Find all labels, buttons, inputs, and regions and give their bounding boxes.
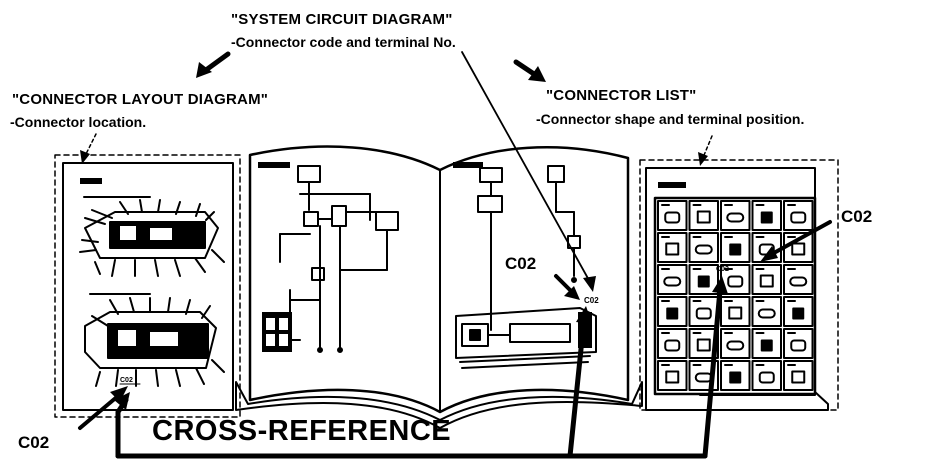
- cross-ref-book-branch: [567, 317, 587, 459]
- c02-callout-arrows: [78, 220, 832, 430]
- layout-panel: [54, 154, 241, 418]
- connector-cell: [783, 328, 814, 359]
- open-book: [235, 145, 643, 429]
- connector-cell: [688, 360, 719, 391]
- connector-grid: [657, 200, 814, 391]
- connector-shape: [664, 211, 681, 224]
- connector-cell: [657, 264, 688, 295]
- connector-shape: [664, 339, 681, 352]
- left-c02-arrow: [78, 394, 120, 430]
- connector-shape: [694, 244, 713, 255]
- layout-harness-bottom: [84, 297, 225, 387]
- c02-label-right: C02: [841, 207, 873, 226]
- connector-cell: [783, 360, 814, 391]
- layout-diagram-subtitle: -Connector location.: [10, 114, 147, 130]
- connector-shape: [791, 242, 806, 256]
- connector-cell: [783, 264, 814, 295]
- connector-cell: [657, 296, 688, 327]
- list-title-arrow: [513, 59, 537, 77]
- connector-list-title: "CONNECTOR LIST": [546, 87, 697, 104]
- cross-reference-lines: [114, 276, 728, 459]
- layout-leader-arrow: [83, 133, 97, 159]
- connector-shape: [726, 340, 745, 351]
- circuit-left-page: [258, 162, 399, 353]
- connector-shape: [696, 210, 711, 224]
- connector-cell: [751, 200, 782, 231]
- connector-cell: [720, 296, 751, 327]
- c02-label-book: C02: [505, 254, 537, 273]
- connector-shape: [663, 276, 682, 287]
- connector-shape: [726, 212, 745, 223]
- connector-shape: [666, 307, 679, 320]
- connector-shape: [790, 339, 807, 352]
- connector-cell: [688, 232, 719, 263]
- connector-list-subtitle: -Connector shape and terminal position.: [536, 111, 805, 127]
- connector-shape: [728, 306, 743, 320]
- list-panel: [639, 159, 839, 411]
- connector-shape: [665, 242, 680, 256]
- connector-cell: [751, 296, 782, 327]
- connector-cell: [783, 200, 814, 231]
- connector-cell: [688, 200, 719, 231]
- cross-reference-label: CROSS-REFERENCE: [152, 415, 452, 447]
- right-c02-arrow: [770, 220, 832, 256]
- connector-cell: [751, 328, 782, 359]
- system-leader-line: [461, 51, 591, 283]
- book-cover: [235, 381, 643, 429]
- layout-page: [62, 162, 234, 411]
- connector-cell: [657, 328, 688, 359]
- layout-page-header: [80, 178, 102, 184]
- connector-shape: [729, 243, 742, 256]
- system-diagram-subtitle: -Connector code and terminal No.: [231, 34, 456, 50]
- system-diagram-title: "SYSTEM CIRCUIT DIAGRAM": [231, 11, 453, 28]
- connector-shape: [789, 276, 808, 287]
- connector-cell: [688, 264, 719, 295]
- list-page: [645, 167, 829, 411]
- connector-shape: [760, 211, 773, 224]
- connector-cell: [720, 328, 751, 359]
- layout-diagram-title: "CONNECTOR LAYOUT DIAGRAM": [12, 91, 269, 108]
- connector-cell: [657, 200, 688, 231]
- connector-shape: [757, 308, 776, 319]
- connector-shape: [760, 339, 773, 352]
- connector-shape: [727, 275, 744, 288]
- connector-cell: [688, 328, 719, 359]
- book-pages: [248, 145, 630, 414]
- connector-cell: [751, 264, 782, 295]
- connector-shape: [696, 338, 711, 352]
- cross-ref-list-branch: [702, 287, 723, 459]
- connector-cell: [720, 200, 751, 231]
- title-arrows: [80, 51, 713, 292]
- connector-shape: [729, 371, 742, 384]
- connector-cell: [720, 232, 751, 263]
- component-block: [455, 307, 597, 359]
- connector-cell: [783, 296, 814, 327]
- connector-shape: [791, 370, 806, 384]
- connector-shape: [790, 211, 807, 224]
- system-title-arrow: [203, 51, 231, 73]
- book-c02-arrow: [554, 274, 574, 294]
- c02-label-left: C02: [18, 433, 50, 452]
- layout-harness-top: [79, 199, 225, 277]
- connector-shape: [665, 370, 680, 384]
- book-c02-tag: C02: [584, 296, 599, 305]
- list-panel-dashed-frame: [639, 159, 839, 411]
- list-c02-tag: C02: [716, 266, 729, 273]
- connector-shape: [759, 274, 774, 288]
- layout-c02-tag: C02: [120, 377, 133, 384]
- connector-cell: [657, 360, 688, 391]
- connector-cell: [720, 360, 751, 391]
- connector-shape: [697, 275, 710, 288]
- connector-shape: [758, 371, 775, 384]
- connector-shape: [792, 307, 805, 320]
- connector-cell: [751, 360, 782, 391]
- layout-panel-dashed-frame: [54, 154, 241, 418]
- relay-block: [262, 312, 292, 352]
- connector-shape: [695, 307, 712, 320]
- list-page-header: [658, 182, 686, 188]
- connector-cell: [657, 232, 688, 263]
